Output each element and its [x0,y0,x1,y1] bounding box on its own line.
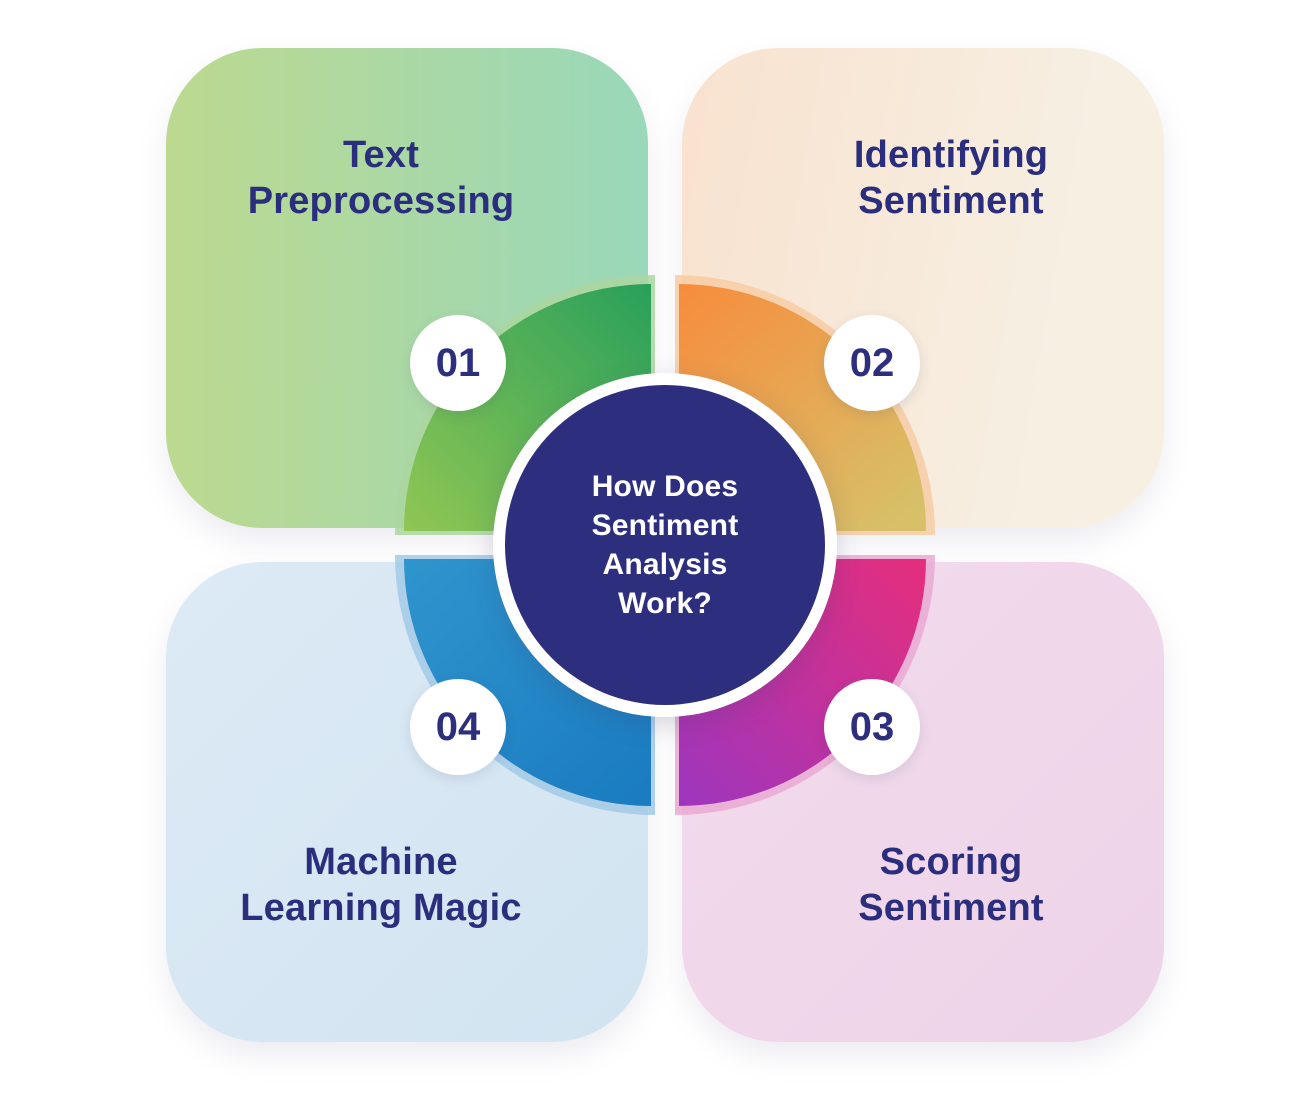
step-title-line: Learning Magic [240,887,522,929]
center-title-line: How Does [591,470,739,503]
step-number-badge-02: 02 [824,315,920,411]
step-title-line: Machine [304,841,458,883]
center-title-line: Sentiment [591,509,739,542]
step-02-title: Identifying Sentiment [710,132,1192,224]
step-title-line: Text [342,134,420,176]
step-number: 01 [435,340,481,385]
step-04-title: Machine Learning Magic [140,839,622,931]
step-03-title: Scoring Sentiment [710,839,1192,931]
step-01-title: Text Preprocessing [140,132,622,224]
center-title: How Does Sentiment Analysis Work? [505,385,825,705]
step-number-badge-04: 04 [410,679,506,775]
step-number: 03 [849,704,895,749]
card-step-01: Text Preprocessing [166,48,648,528]
step-title-line: Preprocessing [247,180,515,222]
step-number-badge-03: 03 [824,679,920,775]
step-title-line: Identifying [853,134,1049,176]
step-number: 04 [435,704,481,749]
center-title-line: Work? [618,587,712,620]
step-title-line: Sentiment [858,887,1044,929]
center-circle: How Does Sentiment Analysis Work? [493,373,837,717]
center-title-line: Analysis [602,548,728,581]
step-number: 02 [849,340,895,385]
step-title-line: Scoring [879,841,1023,883]
step-number-badge-01: 01 [410,315,506,411]
step-title-line: Sentiment [858,180,1044,222]
